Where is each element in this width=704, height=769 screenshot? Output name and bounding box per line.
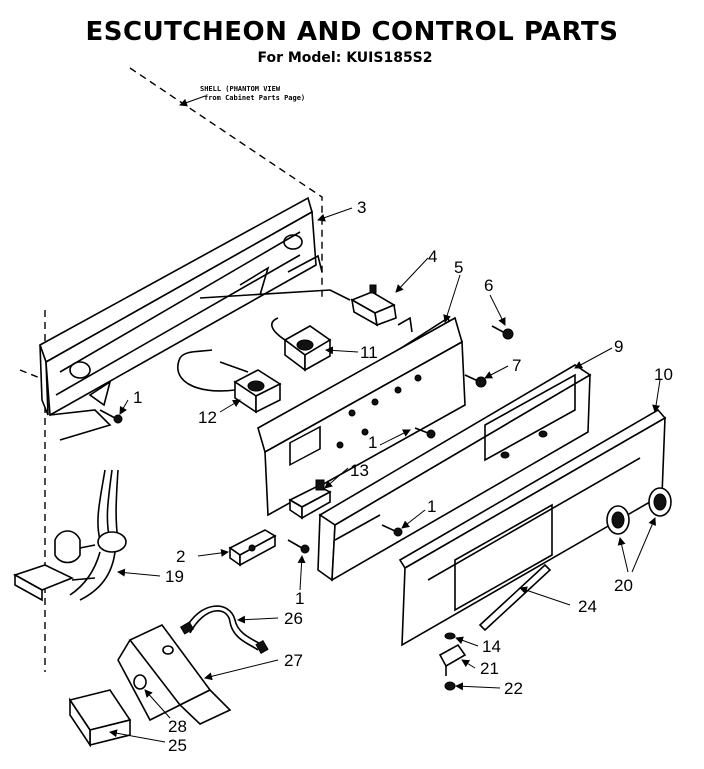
screw-near-2: [287, 539, 310, 554]
callout-1-a: 1: [133, 388, 142, 407]
callout-4: 4: [428, 247, 437, 266]
callout-1-c: 1: [427, 497, 436, 516]
callout-6: 6: [484, 276, 493, 295]
callout-2: 2: [176, 547, 185, 566]
callout-22: 22: [504, 679, 523, 698]
callout-28: 28: [168, 717, 187, 736]
solenoid-11: [271, 317, 332, 372]
hinge-parts: [438, 632, 467, 691]
switch-part: [350, 284, 413, 333]
callout-1-d: 1: [295, 589, 304, 608]
escutcheon-panel: [39, 196, 351, 441]
screw-7: [464, 374, 487, 388]
page-title: ESCUTCHEON AND CONTROL PARTS: [86, 17, 619, 47]
model-subtitle: For Model: KUIS185S2: [257, 50, 432, 66]
callout-26: 26: [284, 609, 303, 628]
callout-20: 20: [614, 576, 633, 595]
screw-1-low: [381, 524, 403, 537]
screw-6: [491, 325, 514, 340]
callout-25: 25: [168, 736, 187, 755]
shell-note-arrow: [179, 95, 206, 107]
callout-24: 24: [578, 597, 597, 616]
control-plate: [257, 316, 466, 517]
callout-27: 27: [284, 651, 303, 670]
strip-24: [478, 563, 552, 632]
bracket-2: [228, 529, 277, 567]
callout-9: 9: [614, 337, 623, 356]
callout-7: 7: [512, 356, 521, 375]
shell-note-line1: SHELL (PHANTOM VIEW: [200, 85, 281, 93]
callout-14: 14: [482, 637, 501, 656]
callout-3: 3: [357, 198, 366, 217]
screw-1-left: [99, 409, 123, 424]
callout-12: 12: [198, 408, 217, 427]
callout-5: 5: [454, 258, 463, 277]
callout-11: 11: [360, 343, 378, 362]
switch-13: [288, 479, 332, 520]
panel-10: [398, 408, 667, 647]
callout-1-b: 1: [368, 433, 377, 452]
cover-25: [68, 674, 147, 748]
solenoid-12: [177, 349, 282, 414]
knobs-20: [606, 487, 672, 535]
callout-leaders: [109, 207, 661, 743]
shell-note-line2: from Cabinet Parts Page): [204, 94, 305, 102]
power-cord-26: [179, 605, 269, 655]
callout-13: 13: [350, 461, 369, 480]
callout-19: 19: [165, 567, 184, 586]
screw-1-mid: [414, 427, 436, 439]
wire-harness-19: [13, 469, 127, 602]
bracket-27: [117, 623, 232, 725]
callout-21: 21: [480, 659, 499, 678]
callout-10: 10: [654, 365, 673, 384]
